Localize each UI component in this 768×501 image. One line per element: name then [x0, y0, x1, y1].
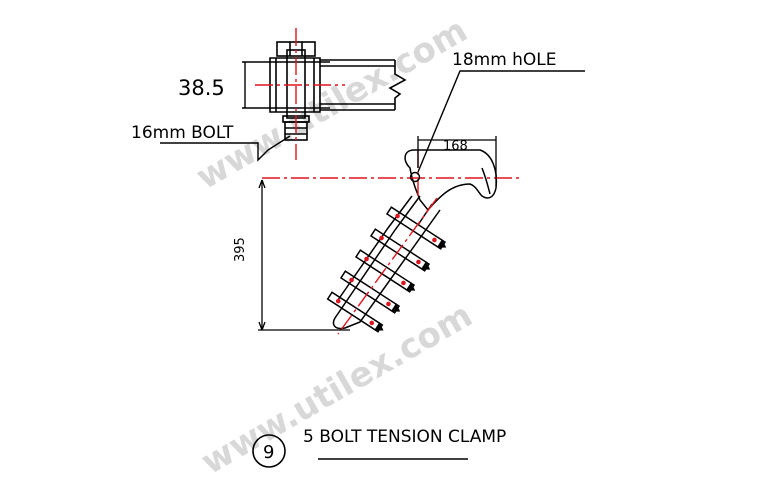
bolt-label: 16mm BOLT: [131, 123, 234, 143]
top-centerlines: [255, 28, 345, 160]
caption-text: 5 BOLT TENSION CLAMP: [303, 427, 506, 447]
figure-number: 9: [263, 442, 274, 463]
clamp-bolt-5: [326, 291, 384, 333]
figure-number-circle: [252, 434, 286, 468]
tongue-plate: [269, 57, 321, 113]
dim-38-label: 38.5: [178, 76, 225, 100]
hole-label: 18mm hOLE: [452, 50, 557, 70]
dim-395-label: 395: [233, 237, 248, 262]
clamp-body: [332, 149, 498, 330]
clamp-centerlines: [262, 150, 520, 335]
dim-168-label: 168: [443, 139, 468, 154]
dimension-395: [258, 179, 350, 331]
clamp-bolts: [326, 206, 447, 333]
hole-leader: [417, 70, 585, 173]
tongue-arm: [320, 59, 395, 111]
top-view: [269, 41, 407, 141]
hole-circle: [409, 171, 421, 183]
break-symbol: [388, 60, 407, 110]
dimension-38-5: [242, 61, 330, 109]
clamp-barrel: [332, 195, 441, 330]
watermark-lower: www.utilex.com: [195, 295, 480, 482]
clamp-bolt-3: [354, 249, 416, 293]
clamp-head: [404, 149, 498, 212]
bolt-leader: [160, 135, 291, 162]
clamp-bolt-4: [339, 270, 401, 314]
